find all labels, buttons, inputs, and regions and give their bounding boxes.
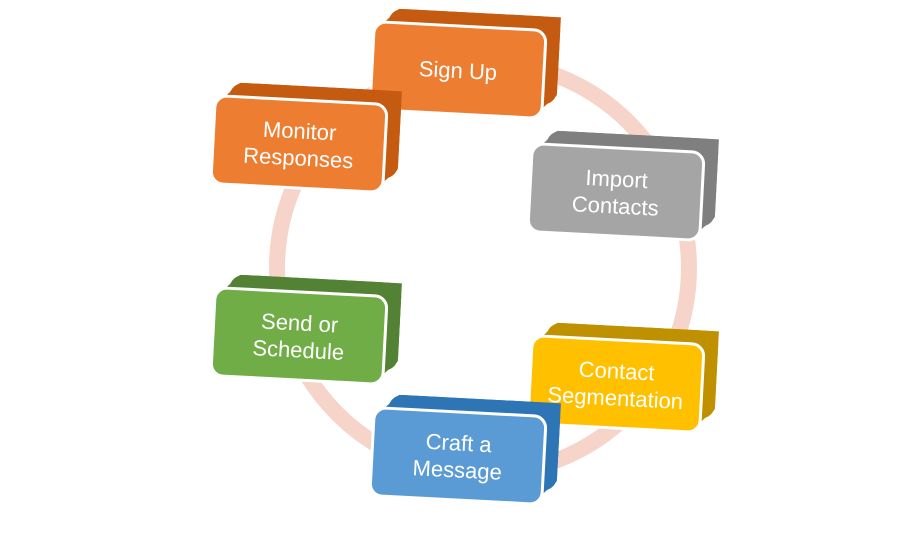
step-face [526,142,706,242]
step-label-line: Sign Up [418,56,497,85]
step-label-line: Responses [243,143,354,174]
step-face [368,20,548,120]
step-label-line: Import [585,165,649,193]
step-label-line: Send or [261,309,339,338]
step-label-line: Schedule [252,335,345,365]
step-label-line: Contact [578,357,655,386]
step-face [209,94,389,194]
step-face [526,334,706,434]
step-label-line: Monitor [262,117,337,146]
steps-layer: Sign Up ImportContactsContactSegmentation… [209,8,719,506]
step-face [368,406,548,506]
step-sign-up: Sign Up [368,8,561,120]
step-label-line: Craft a [425,429,493,457]
step-label-line: Message [412,455,502,485]
step-label-line: Contacts [571,191,659,221]
step-face [209,286,389,386]
